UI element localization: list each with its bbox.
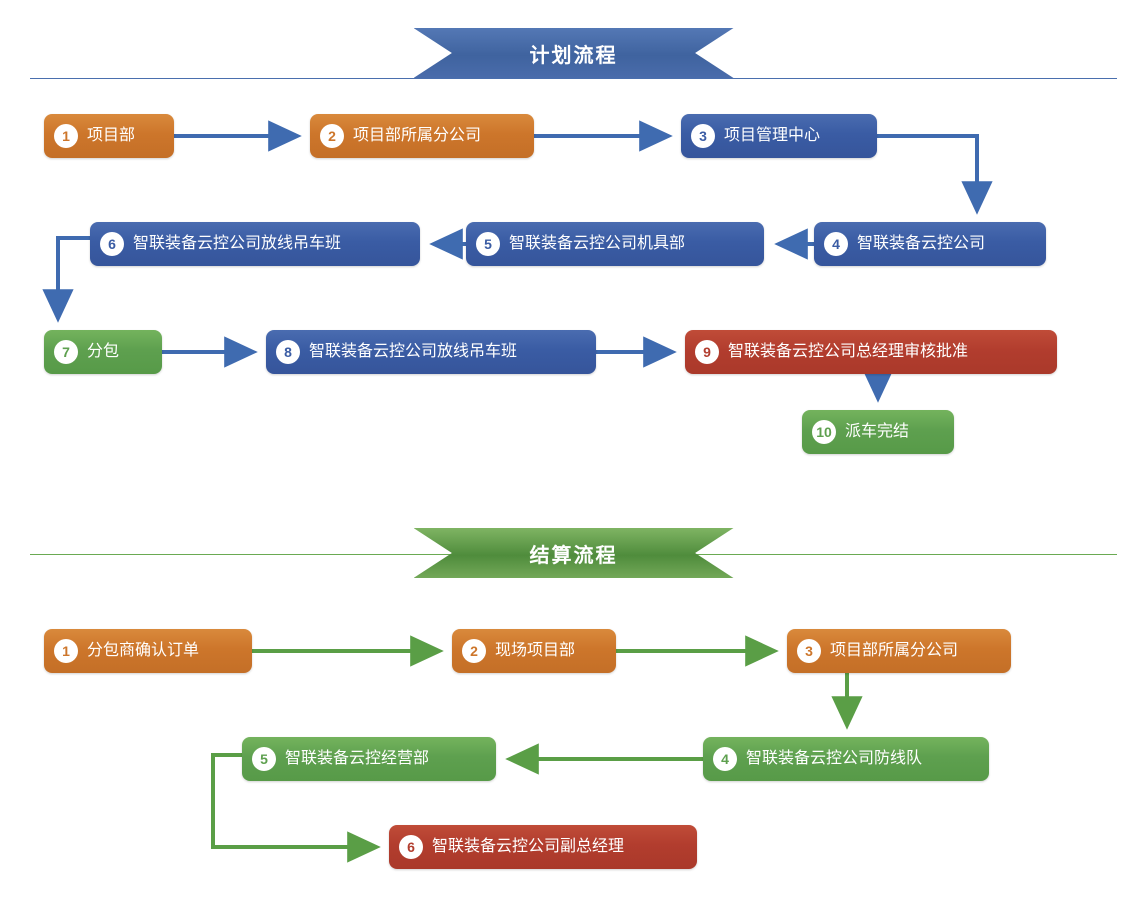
banner-title-plan: 计划流程 <box>413 28 734 78</box>
node-label: 智联装备云控公司放线吊车班 <box>309 343 518 360</box>
section-banner-plan: 计划流程 <box>0 28 1147 84</box>
node-number-badge: 8 <box>276 340 300 364</box>
node-label: 项目部所属分公司 <box>830 642 959 659</box>
node-label: 派车完结 <box>845 423 910 440</box>
node-settle-2[interactable]: 2 现场项目部 <box>452 629 616 673</box>
node-number-badge: 6 <box>100 232 124 256</box>
node-label: 智联装备云控经营部 <box>285 750 430 767</box>
node-label: 智联装备云控公司机具部 <box>509 235 686 252</box>
node-plan-10[interactable]: 10 派车完结 <box>802 410 954 454</box>
node-plan-3[interactable]: 3 项目管理中心 <box>681 114 877 158</box>
node-plan-2[interactable]: 2 项目部所属分公司 <box>310 114 534 158</box>
node-plan-7[interactable]: 7 分包 <box>44 330 162 374</box>
banner-title-settlement: 结算流程 <box>413 528 734 578</box>
node-label: 项目部 <box>87 127 136 144</box>
node-number-badge: 5 <box>476 232 500 256</box>
section-banner-settlement: 结算流程 <box>0 528 1147 584</box>
node-label: 智联装备云控公司 <box>857 235 986 252</box>
connector-plan-3-to-4 <box>877 134 993 215</box>
node-number-badge: 2 <box>462 639 486 663</box>
node-plan-1[interactable]: 1 项目部 <box>44 114 174 158</box>
node-label: 现场项目部 <box>495 642 576 659</box>
node-label: 智联装备云控公司副总经理 <box>432 838 625 855</box>
node-number-badge: 4 <box>713 747 737 771</box>
node-number-badge: 3 <box>691 124 715 148</box>
node-number-badge: 6 <box>399 835 423 859</box>
node-number-badge: 5 <box>252 747 276 771</box>
node-label: 项目管理中心 <box>724 127 821 144</box>
node-number-badge: 7 <box>54 340 78 364</box>
node-settle-6[interactable]: 6 智联装备云控公司副总经理 <box>389 825 697 869</box>
node-number-badge: 9 <box>695 340 719 364</box>
node-number-badge: 2 <box>320 124 344 148</box>
node-settle-5[interactable]: 5 智联装备云控经营部 <box>242 737 496 781</box>
node-settle-3[interactable]: 3 项目部所属分公司 <box>787 629 1011 673</box>
node-plan-4[interactable]: 4 智联装备云控公司 <box>814 222 1046 266</box>
banner-rule-plan <box>30 78 1117 79</box>
connector-plan-6-to-7 <box>42 236 90 323</box>
node-label: 智联装备云控公司总经理审核批准 <box>728 343 969 360</box>
node-number-badge: 10 <box>812 420 836 444</box>
node-plan-6[interactable]: 6 智联装备云控公司放线吊车班 <box>90 222 420 266</box>
node-label: 分包 <box>87 343 120 360</box>
node-settle-4[interactable]: 4 智联装备云控公司防线队 <box>703 737 989 781</box>
node-label: 项目部所属分公司 <box>353 127 482 144</box>
node-plan-5[interactable]: 5 智联装备云控公司机具部 <box>466 222 764 266</box>
node-label: 智联装备云控公司防线队 <box>746 750 923 767</box>
node-label: 智联装备云控公司放线吊车班 <box>133 235 342 252</box>
node-plan-8[interactable]: 8 智联装备云控公司放线吊车班 <box>266 330 596 374</box>
node-label: 分包商确认订单 <box>87 642 200 659</box>
node-number-badge: 4 <box>824 232 848 256</box>
node-plan-9[interactable]: 9 智联装备云控公司总经理审核批准 <box>685 330 1057 374</box>
node-number-badge: 1 <box>54 124 78 148</box>
node-number-badge: 3 <box>797 639 821 663</box>
node-number-badge: 1 <box>54 639 78 663</box>
node-settle-1[interactable]: 1 分包商确认订单 <box>44 629 252 673</box>
